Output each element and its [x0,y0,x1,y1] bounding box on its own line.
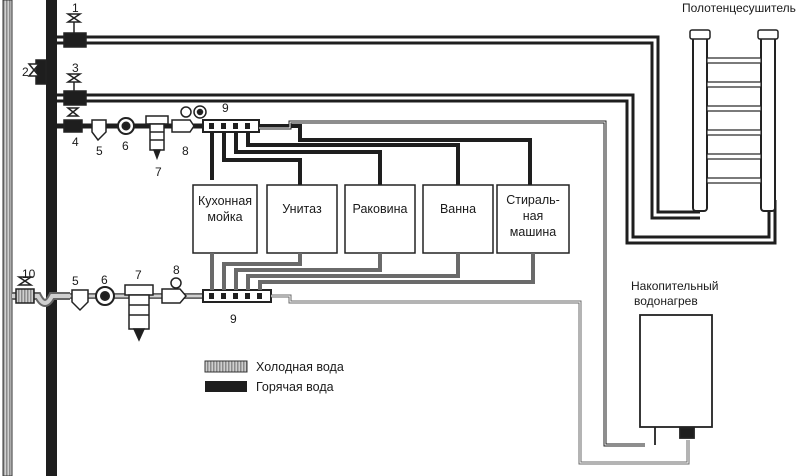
water-heater-label: Накопительный [631,279,718,293]
fixture-label: Раковина [353,202,408,216]
cold-fixture-pipes [210,253,535,290]
fixture-toilet: Унитаз [266,184,338,254]
valve-10 [15,276,35,304]
fixture-label: Кухонная [198,194,252,208]
valve-4 [63,107,83,133]
reducer-8-top [171,105,207,133]
label-8-top: 8 [182,144,189,158]
fixture-label: мойка [207,210,242,224]
water-heater-label: водонагрев [634,294,698,308]
label-3: 3 [72,61,79,75]
coarse-filter-7-bottom [124,284,154,342]
fixture-washing-machine: Стираль- ная машина [496,184,570,254]
label-10: 10 [22,267,36,281]
reducer-8-bottom [161,277,187,304]
valve-2 [27,59,47,85]
legend-hot-swatch [205,381,247,392]
legend: Холодная вода Горячая вода [204,360,344,394]
fixture-label: Унитаз [282,202,322,216]
legend-hot-label: Горячая вода [256,380,334,394]
towel-dryer-label: Полотенцесушитель [682,1,796,15]
legend-cold-label: Холодная вода [256,360,344,374]
fixture-label: машина [510,225,556,239]
legend-cold-swatch [204,360,248,373]
label-6-bottom: 6 [101,273,108,287]
label-7-bottom: 7 [135,268,142,282]
label-2: 2 [22,65,29,79]
hot-manifold-outlets [209,123,250,129]
meter-6-bottom [95,286,115,306]
label-8-bottom: 8 [173,263,180,277]
cold-line-to-heater-inner [271,295,689,464]
hot-line-to-heater-inner [259,121,645,446]
fixture-label: Стираль- [506,193,560,207]
cold-manifold-outlets [209,293,262,299]
water-heater [639,314,713,445]
hot-fixture-pipes [210,124,532,185]
label-9-top: 9 [222,101,229,115]
towel-dryer-loop-inner [57,38,774,242]
label-9-bottom: 9 [230,312,237,326]
label-5-bottom: 5 [72,274,79,288]
filter-5-top [91,119,107,142]
meter-6-top [117,117,135,135]
fixture-kitchen-sink: Кухонная мойка [192,184,258,254]
fixture-bathtub: Ванна [422,184,494,254]
fixture-label: Ванна [440,202,476,216]
label-6-top: 6 [122,139,129,153]
towel-dryer [689,29,779,212]
label-4: 4 [72,135,79,149]
valve-1 [63,13,87,48]
cold-riser [2,0,13,476]
filter-5-bottom [71,289,89,312]
fixture-label: ная [523,209,544,223]
label-7-top: 7 [155,165,162,179]
coarse-filter-7-top [145,115,169,161]
label-5-top: 5 [96,144,103,158]
label-1: 1 [72,1,79,15]
hot-riser [46,0,57,476]
valve-3 [63,73,87,106]
fixture-washbasin: Раковина [344,184,416,254]
